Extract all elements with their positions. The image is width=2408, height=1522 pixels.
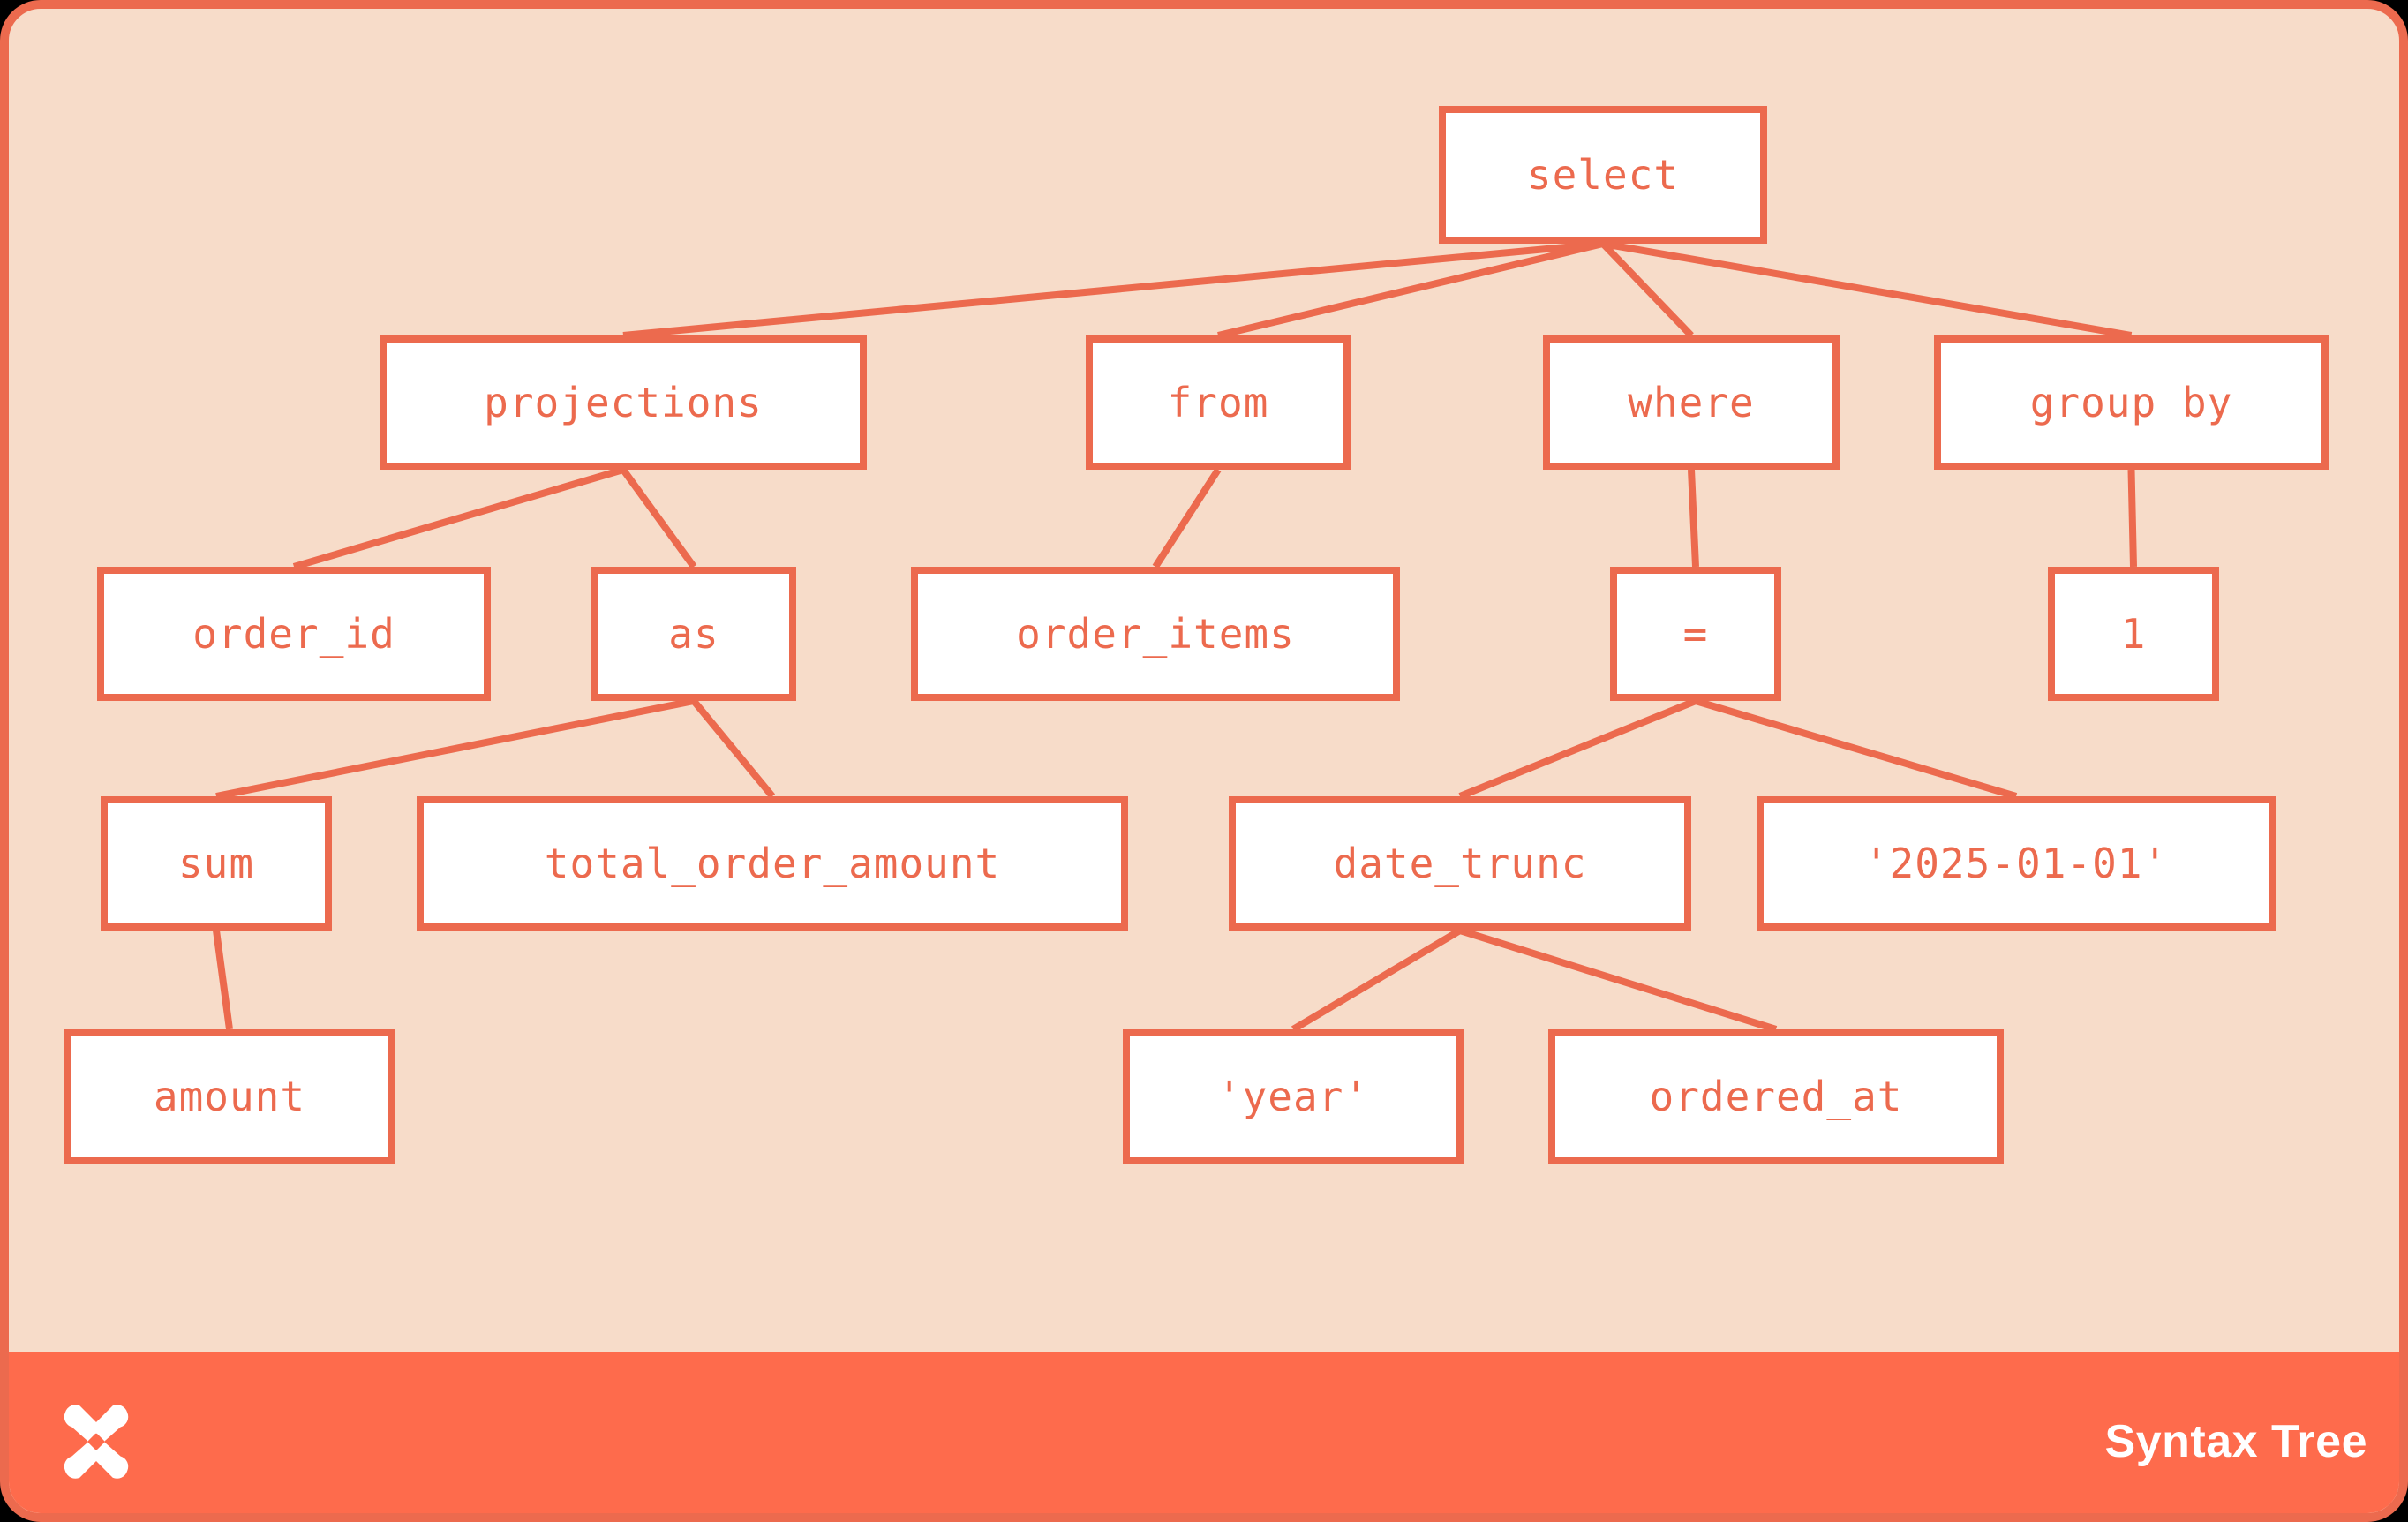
tree-edges (213, 240, 2137, 1033)
tree-node-select[interactable]: select (1439, 106, 1767, 244)
tree-node-label: projections (484, 379, 763, 426)
tree-node-ordered_at[interactable]: ordered_at (1548, 1029, 2004, 1164)
tree-node-amount[interactable]: amount (64, 1029, 395, 1164)
tree-node-date_trunc[interactable]: date_trunc (1229, 796, 1691, 931)
tree-edge-group_by-to-one (2127, 469, 2137, 568)
tree-edge-where-to-eq (1688, 469, 1699, 568)
tree-node-label: 1 (2120, 610, 2147, 658)
tree-node-label: 'year' (1216, 1073, 1370, 1120)
butterfly-x-logo-icon (48, 1393, 145, 1490)
tree-edge-projections-to-as (620, 467, 697, 569)
tree-node-year_literal[interactable]: 'year' (1123, 1029, 1464, 1164)
tree-edge-projections-to-order_id (292, 466, 625, 570)
tree-node-label: group by (2029, 379, 2233, 426)
tree-node-label: '2025-01-01' (1863, 840, 2169, 887)
tree-node-total_order_amount[interactable]: total_order_amount (417, 796, 1128, 931)
tree-node-one[interactable]: 1 (2048, 567, 2219, 701)
tree-edge-as-to-total_order_amount (690, 698, 776, 799)
tree-node-where[interactable]: where (1543, 335, 1840, 470)
tree-edge-eq-to-date_trunc (1458, 697, 1697, 800)
tree-edge-eq-to-date_literal (1694, 697, 2018, 800)
tree-edge-select-to-projections (622, 240, 1604, 339)
tree-node-label: as (668, 610, 719, 658)
footer-title: Syntax Tree (2104, 1416, 2367, 1467)
tree-node-as[interactable]: as (591, 567, 796, 701)
tree-edge-from-to-order_items (1152, 467, 1222, 569)
footer-bar: Syntax Tree (9, 1352, 2399, 1513)
tree-edge-as-to-sum (215, 697, 695, 800)
tree-edge-date_trunc-to-ordered_at (1458, 927, 1778, 1033)
tree-edge-select-to-group_by (1602, 240, 2133, 339)
tree-node-order_items[interactable]: order_items (911, 567, 1400, 701)
tree-node-label: amount (153, 1073, 306, 1120)
tree-node-order_id[interactable]: order_id (97, 567, 491, 701)
tree-edge-date_trunc-to-year_literal (1291, 927, 1463, 1033)
tree-node-sum[interactable]: sum (101, 796, 332, 931)
tree-node-eq[interactable]: = (1610, 567, 1781, 701)
tree-node-label: sum (177, 840, 255, 887)
tree-node-label: order_id (192, 610, 395, 658)
tree-node-date_literal[interactable]: '2025-01-01' (1757, 796, 2276, 931)
tree-edge-select-to-where (1600, 241, 1694, 338)
tree-node-label: total_order_amount (544, 840, 1001, 887)
tree-node-from[interactable]: from (1086, 335, 1351, 470)
tree-canvas: select projections from where group by order_… (9, 9, 2399, 1352)
tree-node-group_by[interactable]: group by (1934, 335, 2329, 470)
tree-node-label: ordered_at (1649, 1073, 1903, 1120)
tree-node-label: order_items (1016, 610, 1295, 658)
tree-node-label: date_trunc (1333, 840, 1587, 887)
tree-node-label: where (1628, 379, 1755, 426)
tree-node-projections[interactable]: projections (380, 335, 867, 470)
tree-edge-select-to-from (1217, 240, 1604, 339)
tree-node-label: select (1526, 151, 1680, 199)
tree-node-label: from (1167, 379, 1269, 426)
tree-edge-sum-to-amount (213, 930, 233, 1030)
tree-node-label: = (1682, 610, 1709, 658)
